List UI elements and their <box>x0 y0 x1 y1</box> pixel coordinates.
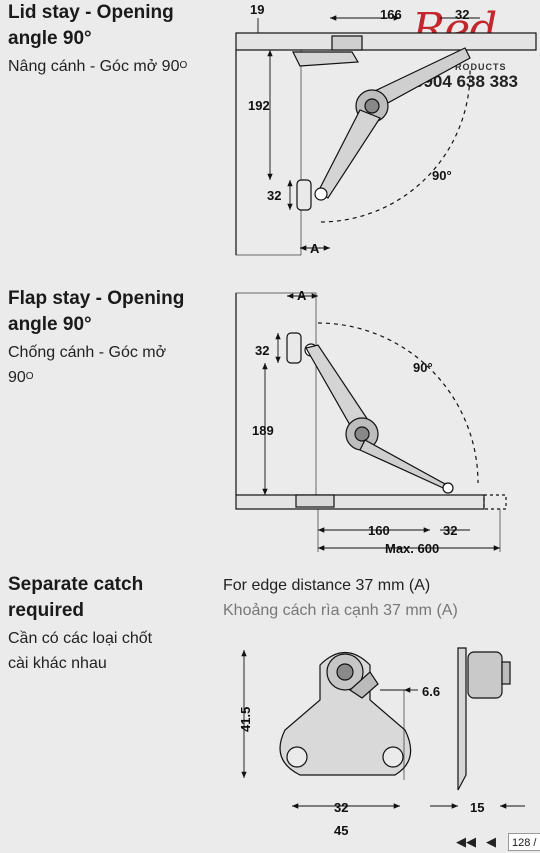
catch-diagram <box>241 647 525 809</box>
catch-subtitle-line2: cài khác nhau <box>8 655 107 672</box>
catch-title-line1: Separate catch <box>8 574 144 595</box>
catch-title: Separate catch required <box>8 572 143 624</box>
lid-stay-subtitle-sup: O <box>179 60 188 71</box>
flap-stay-title: Flap stay - Opening angle 90° <box>8 286 184 338</box>
flap-dim-189: 189 <box>252 423 274 438</box>
lid-dim-192: 192 <box>248 98 270 113</box>
flap-dim-160: 160 <box>368 523 390 538</box>
flap-angle: 90° <box>413 360 433 375</box>
lid-stay-diagram <box>235 15 537 256</box>
brand-logo-sub: PRODUCTS <box>448 62 507 72</box>
catch-title-line2: required <box>8 600 85 621</box>
flap-stay-subtitle-line1: Chống cánh - Góc mở <box>8 344 167 361</box>
lid-dim-19: 19 <box>250 2 264 17</box>
lid-dim-166: 166 <box>380 7 402 22</box>
flap-stay-subtitle: Chống cánh - Góc mở 90O <box>8 340 166 390</box>
flap-stay-subtitle-sup: O <box>25 371 34 382</box>
catch-dim-45: 45 <box>334 823 348 838</box>
pager: ◀◀ ◀ 128 / <box>450 831 540 853</box>
first-page-icon[interactable]: ◀◀ <box>456 834 476 849</box>
page-number-input[interactable]: 128 / <box>508 833 540 851</box>
flap-dim-max: Max. 600 <box>385 541 439 556</box>
flap-stay-title-line1: Flap stay - Opening <box>8 288 185 309</box>
lid-dim-32-top: 32 <box>455 7 469 22</box>
flap-dim-a: A <box>297 288 307 303</box>
lid-angle: 90° <box>432 168 452 183</box>
lid-dim-32: 32 <box>267 188 281 203</box>
lid-stay-title-line2: angle 90° <box>8 28 92 49</box>
flap-dim-32b: 32 <box>443 523 457 538</box>
catch-dim-32: 32 <box>334 800 348 815</box>
catch-dim-15: 15 <box>470 800 484 815</box>
catch-note-vi: Khoảng cách rìa cạnh 37 mm (A) <box>223 602 458 619</box>
flap-stay-title-line2: angle 90° <box>8 314 92 335</box>
flap-dim-32: 32 <box>255 343 269 358</box>
lid-stay-title: Lid stay - Opening angle 90° <box>8 0 174 52</box>
catch-subtitle-line1: Cần có các loại chốt <box>8 630 153 647</box>
lid-dim-a: A <box>310 241 320 256</box>
catch-dim-41-5: 41.5 <box>238 707 253 732</box>
flap-stay-diagram <box>235 292 507 552</box>
flap-stay-subtitle-line2: 90 <box>8 369 26 386</box>
lid-stay-subtitle: Nâng cánh - Góc mở 90O <box>8 54 187 79</box>
brand-phone: 0904 638 383 <box>414 72 518 91</box>
catch-note-en: For edge distance 37 mm (A) <box>223 577 431 594</box>
catch-subtitle: Cần có các loại chốt cài khác nhau <box>8 626 152 676</box>
lid-stay-subtitle-text: Nâng cánh - Góc mở 90 <box>8 58 180 75</box>
prev-page-icon[interactable]: ◀ <box>486 834 496 849</box>
catch-dim-6-6: 6.6 <box>422 684 440 699</box>
lid-stay-title-line1: Lid stay - Opening <box>8 2 174 23</box>
